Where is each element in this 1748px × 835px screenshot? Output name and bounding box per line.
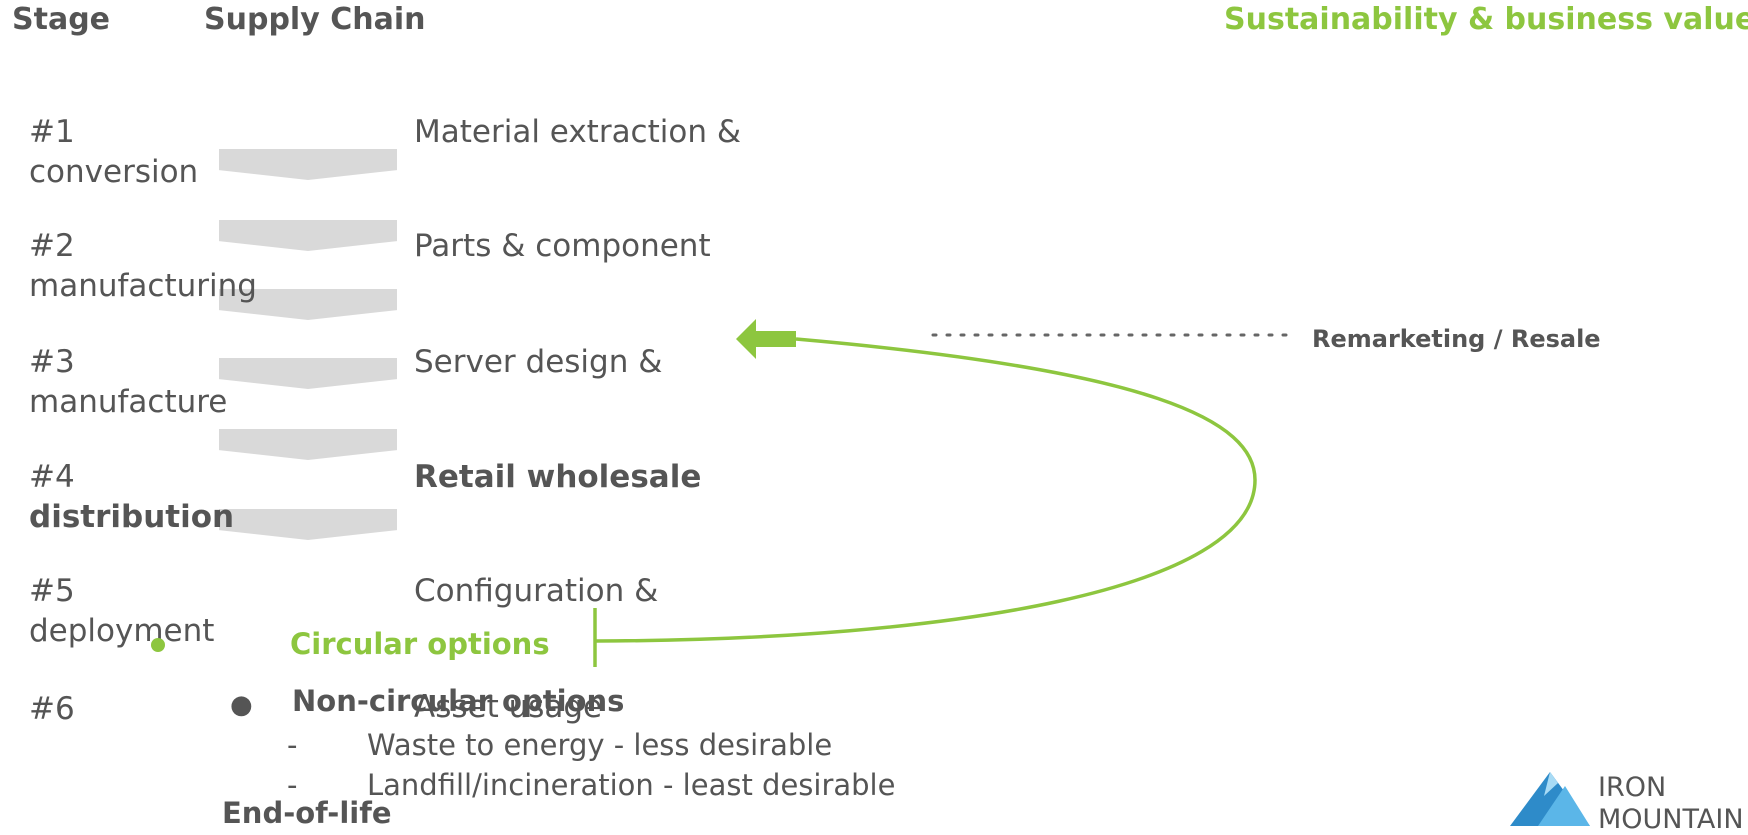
remarketing-resale-label: Remarketing / Resale <box>1312 325 1601 353</box>
logo-text-line2: MOUNTAIN <box>1598 804 1744 835</box>
sustainability-header: Sustainability & business value <box>1224 2 1748 37</box>
stage-3-name: manufacture <box>29 384 228 420</box>
stage-1-name: conversion <box>29 154 199 190</box>
stage-1-number: #1 <box>29 114 75 150</box>
stage-2-number: #2 <box>29 228 75 264</box>
stage-3-chain-label: Server design & <box>414 344 663 380</box>
circular-bullet-dot <box>151 638 165 652</box>
stage-3-number: #3 <box>29 344 75 380</box>
non-circular-dash-1: - <box>287 728 298 762</box>
iron-mountain-logo-icon <box>1510 772 1590 826</box>
loop-arrowhead-icon <box>736 319 796 359</box>
stage-6-chain-label: Asset usage <box>414 689 603 725</box>
stage-1-chain-label: Material extraction & <box>414 114 742 150</box>
stage-5-number: #5 <box>29 573 75 609</box>
non-circular-title: Non-circular options <box>292 684 625 718</box>
logo-text-line1: IRON <box>1598 772 1667 803</box>
stage-4-number: #4 <box>29 459 75 495</box>
stage-2-chain-label: Parts & component <box>414 228 711 264</box>
non-circular-item-2: Landfill/incineration - least desirable <box>367 768 896 802</box>
stage-header: Stage <box>12 2 111 37</box>
non-circular-dash-2: - <box>287 768 298 802</box>
supply-chain-header: Supply Chain <box>204 2 426 37</box>
stage-4-name: distribution <box>29 499 235 535</box>
stage-4-chain-label: Retail wholesale <box>414 459 702 495</box>
stage-2-name: manufacturing <box>29 268 257 304</box>
non-circular-item-1: Waste to energy - less desirable <box>367 728 833 762</box>
non-circular-bullet: ● <box>230 690 253 720</box>
stage-5-chain-label: Configuration & <box>414 573 659 609</box>
end-of-life-label: End-of-life <box>222 796 392 830</box>
circular-loop-curve <box>595 337 1257 643</box>
circular-options-label: Circular options <box>290 627 550 661</box>
stage-6-number: #6 <box>29 691 75 727</box>
stage-5-name: deployment <box>29 613 215 649</box>
